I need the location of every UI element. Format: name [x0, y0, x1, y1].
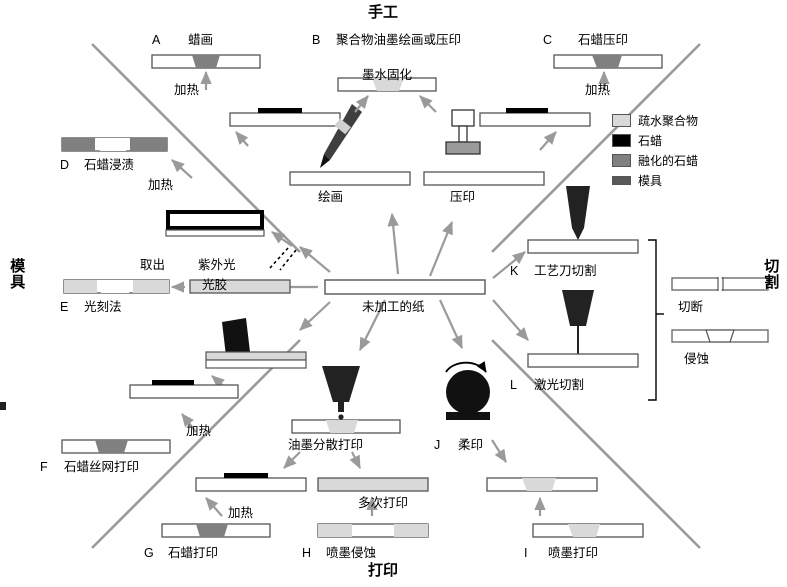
legend: 疏水聚合物 石蜡 融化的石蜡 模具	[612, 110, 742, 190]
legend-swatch-wax	[612, 133, 631, 147]
process-l-id: L	[510, 378, 517, 392]
right-title: 切割	[762, 258, 780, 290]
legend-item-molten-wax: 融化的石蜡	[612, 150, 742, 170]
process-i-id: I	[524, 546, 528, 560]
process-c-id: C	[543, 33, 553, 47]
bottom-title: 打印	[368, 562, 399, 579]
process-a-step: 加热	[174, 83, 200, 97]
page-title: 手工	[368, 4, 399, 21]
process-e-step3: 光胶	[202, 278, 228, 292]
process-d-id: D	[60, 158, 70, 172]
process-k-label: 工艺刀切割	[534, 264, 597, 278]
legend-item-mold: 模具	[612, 170, 742, 190]
process-a-label: 蜡画	[188, 33, 214, 47]
legend-swatch-mold	[612, 175, 631, 185]
process-a-id: A	[152, 33, 161, 47]
process-d-label: 石蜡浸渍	[84, 158, 135, 172]
legend-swatch-molten-wax	[612, 153, 631, 167]
process-b-label: 聚合物油墨绘画或压印	[336, 33, 462, 47]
process-h-label: 喷墨侵蚀	[326, 546, 377, 560]
legend-item-wax: 石蜡	[612, 130, 742, 150]
process-c-step: 加热	[585, 83, 611, 97]
process-i-label: 喷墨打印	[548, 546, 599, 560]
process-f-id: F	[40, 460, 48, 474]
process-b-step2: 绘画	[318, 190, 344, 204]
process-k-step: 切断	[678, 300, 704, 314]
process-g-id: G	[144, 546, 154, 560]
legend-label-molten-wax: 融化的石蜡	[638, 153, 699, 168]
process-b-id: B	[312, 33, 321, 47]
process-b-step1: 墨水固化	[362, 68, 413, 82]
process-l-label: 激光切割	[534, 378, 585, 392]
legend-item-polymer: 疏水聚合物	[612, 110, 742, 130]
legend-label-mold: 模具	[638, 173, 663, 188]
center-label: 未加工的纸	[362, 300, 425, 314]
process-g-label: 石蜡打印	[168, 546, 219, 560]
process-g-step: 加热	[228, 506, 254, 520]
process-j-label: 柔印	[458, 438, 484, 452]
process-h-step: 多次打印	[358, 496, 409, 510]
process-f-step: 加热	[186, 424, 212, 438]
ink-dispersion-print-label: 油墨分散打印	[288, 438, 364, 452]
process-f-label: 石蜡丝网打印	[64, 460, 140, 474]
process-e-step2: 紫外光	[198, 258, 236, 272]
process-e-id: E	[60, 300, 69, 314]
legend-label-polymer: 疏水聚合物	[638, 113, 699, 128]
process-h-id: H	[302, 546, 312, 560]
process-e-label: 光刻法	[84, 300, 122, 314]
process-d-step: 加热	[148, 178, 174, 192]
process-l-step: 侵蚀	[684, 352, 710, 366]
process-k-id: K	[510, 264, 519, 278]
left-title: 模具	[8, 258, 26, 290]
process-j-id: J	[434, 438, 441, 452]
process-e-step1: 取出	[140, 258, 166, 272]
process-c-label: 石蜡压印	[578, 33, 629, 47]
legend-swatch-polymer	[612, 113, 631, 127]
process-b-step3: 压印	[450, 190, 476, 204]
legend-label-wax: 石蜡	[638, 133, 663, 148]
